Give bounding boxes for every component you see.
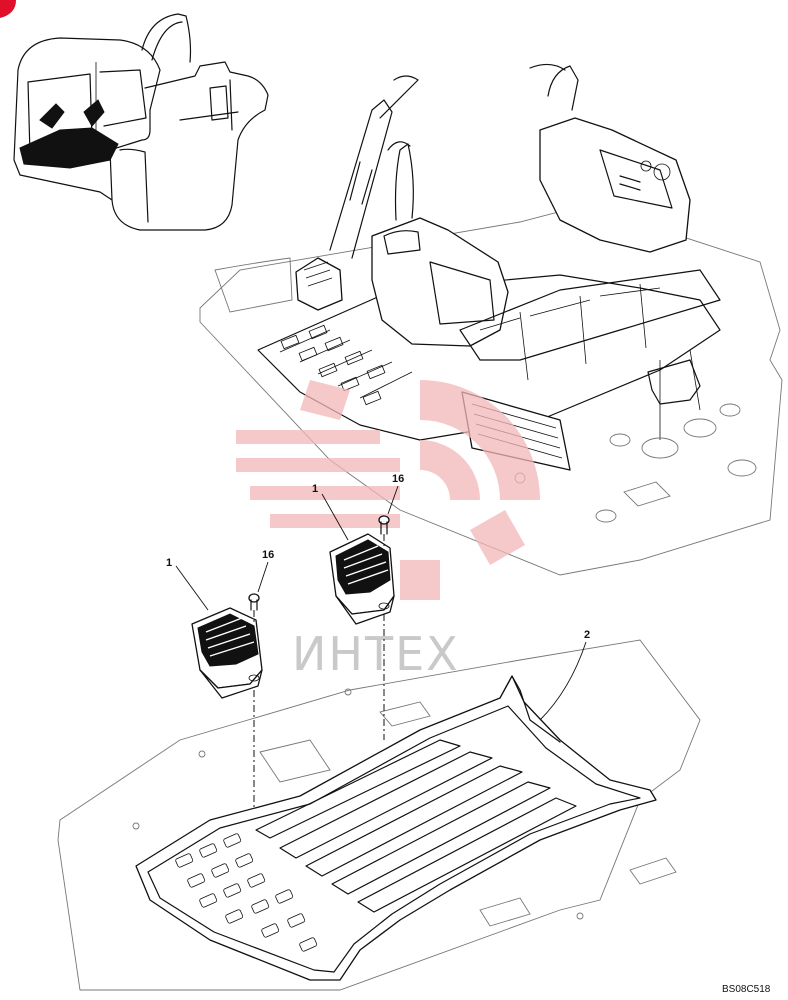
cab-inset-illustration xyxy=(13,13,269,231)
callout-16-right: 16 xyxy=(392,473,404,485)
pedal-pad-left xyxy=(191,607,263,699)
bolt-left xyxy=(248,593,260,611)
watermark-text: ИНТЕХ xyxy=(292,627,460,681)
lower-floor-plate xyxy=(57,639,701,991)
upper-pedal-left xyxy=(295,257,343,311)
pedal-pad-right xyxy=(329,533,395,625)
floor-mat xyxy=(135,675,657,981)
floor-mat-cleats xyxy=(175,833,318,952)
callout-1-left: 1 xyxy=(166,557,172,569)
left-control-console xyxy=(371,217,509,347)
bolt-right xyxy=(378,515,390,535)
upper-mat-ribs xyxy=(279,324,413,406)
drawing-code: BS08C518 xyxy=(722,984,771,995)
callout-2: 2 xyxy=(584,629,590,641)
callout-1-right: 1 xyxy=(312,483,318,495)
corner-marker xyxy=(0,0,16,18)
right-control-console xyxy=(539,117,691,253)
callout-16-left: 16 xyxy=(262,549,274,561)
intech-watermark-logo: ИНТЕХ xyxy=(236,380,540,681)
floor-mat-ribs xyxy=(255,739,577,913)
